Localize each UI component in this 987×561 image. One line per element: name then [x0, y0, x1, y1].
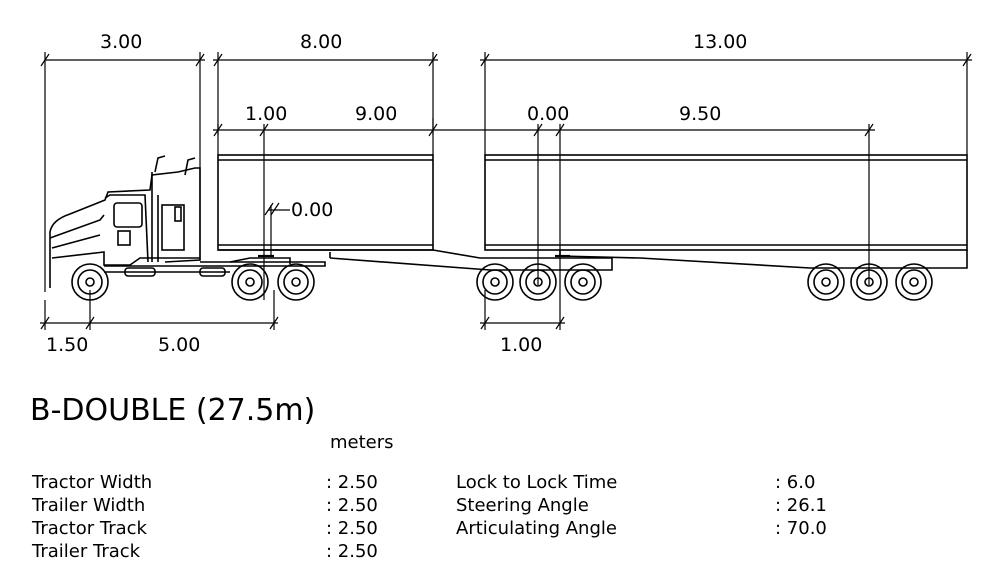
spec-value: : 6.0 [775, 472, 815, 493]
dim-bottom-overhang: 1.50 [46, 334, 88, 356]
rear-trailer-wheels [807, 263, 933, 301]
dim-trailer1-length: 8.00 [300, 31, 342, 53]
tractor-wheels [71, 263, 315, 301]
vehicle-title: B-DOUBLE (27.5m) [30, 393, 315, 428]
dim-kingpin-offset-2: 0.00 [527, 103, 569, 125]
dim-trailer2-length: 13.00 [693, 31, 747, 53]
spec-label: Lock to Lock Time [456, 472, 617, 493]
spec-label: Tractor Width [31, 472, 152, 493]
spec-table-right: Lock to Lock Time : 6.0 Steering Angle :… [456, 472, 827, 539]
spec-value: : 2.50 [326, 472, 378, 493]
spec-table-left: Tractor Width : 2.50 Trailer Width : 2.5… [31, 472, 378, 561]
dim-trailer1-wheelbase: 9.00 [355, 103, 397, 125]
rear-trailer [484, 154, 968, 269]
dim-fifth-wheel-height: 0.00 [291, 199, 333, 221]
fifth-wheel-height-dim [264, 202, 290, 255]
dim-trailer2-wheelbase: 9.50 [679, 103, 721, 125]
spec-label: Tractor Track [31, 518, 148, 539]
spec-value: : 26.1 [775, 495, 827, 516]
spec-value: : 2.50 [326, 495, 378, 516]
spec-label: Steering Angle [456, 495, 589, 516]
units-label: meters [330, 432, 394, 453]
lead-trailer [217, 154, 613, 271]
spec-value: : 70.0 [775, 518, 827, 539]
lead-trailer-wheels [476, 263, 602, 301]
spec-label: Articulating Angle [456, 518, 617, 539]
dim-trailer1-rear-offset: 1.00 [500, 334, 542, 356]
spec-value: : 2.50 [326, 518, 378, 539]
spec-label: Trailer Track [31, 541, 141, 561]
spec-label: Trailer Width [31, 495, 145, 516]
tractor-unit [49, 155, 326, 288]
spec-value: : 2.50 [326, 541, 378, 561]
dim-kingpin-offset-1: 1.00 [245, 103, 287, 125]
dimension-lines-bottom [40, 290, 565, 330]
dimension-lines-top [40, 52, 972, 292]
dim-front-overhang: 3.00 [100, 31, 142, 53]
dim-tractor-wheelbase: 5.00 [158, 334, 200, 356]
